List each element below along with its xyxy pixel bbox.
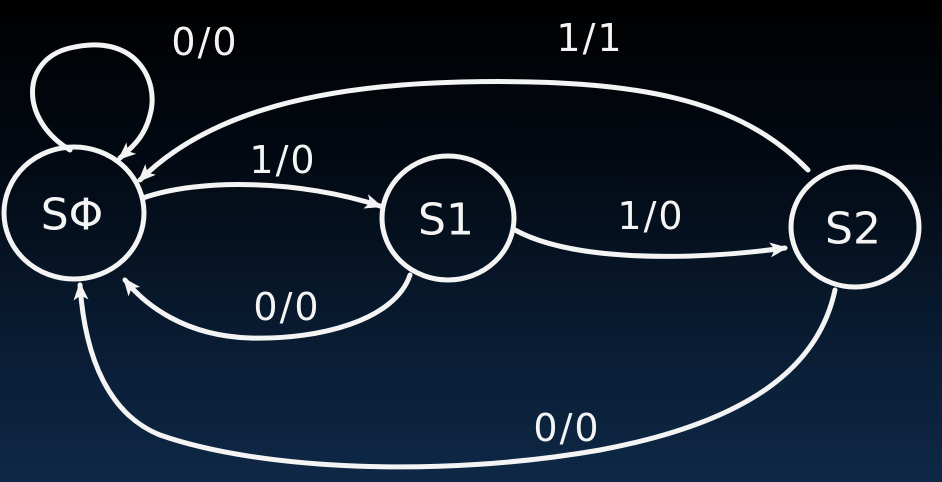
transition-s1-s0-arrow — [122, 272, 413, 341]
transition-s0-s1-label: 1/0 — [249, 138, 316, 182]
state-s0[interactable]: SΦ — [1, 144, 147, 282]
transition-s1-s2[interactable]: 1/0 — [512, 194, 788, 259]
state-s2[interactable]: S2 — [788, 164, 922, 290]
transition-s0-self-label: 0/0 — [171, 20, 238, 64]
state-s1-label: S1 — [418, 195, 474, 246]
transition-s2-s0-top[interactable]: 1/1 — [137, 16, 811, 183]
state-s1[interactable]: S1 — [379, 153, 517, 283]
transition-s1-s0[interactable]: 0/0 — [122, 272, 413, 341]
transition-s0-self[interactable]: 0/0 — [30, 20, 239, 161]
transition-s2-s0-top-label: 1/1 — [556, 16, 623, 60]
state-s1-circle — [379, 153, 517, 283]
transition-s1-s2-arrow — [512, 227, 788, 259]
transition-s2-s0-bottom-arrow — [73, 282, 838, 470]
transition-s2-s0-bottom-label: 0/0 — [533, 406, 600, 450]
state-s2-circle — [788, 164, 922, 290]
state-s2-label: S2 — [825, 204, 881, 255]
transition-s2-s0-top-arrow — [137, 79, 811, 183]
transition-s0-s1[interactable]: 1/0 — [140, 138, 383, 209]
transition-s1-s0-label: 0/0 — [253, 285, 320, 329]
transition-s2-s0-bottom[interactable]: 0/0 — [73, 282, 838, 470]
state-s0-circle — [1, 144, 147, 282]
state-s0-label: SΦ — [41, 190, 104, 241]
transition-s0-s1-arrow — [140, 182, 383, 209]
transition-s1-s2-label: 1/0 — [617, 194, 684, 238]
transition-s0-self-arrow — [30, 42, 155, 161]
